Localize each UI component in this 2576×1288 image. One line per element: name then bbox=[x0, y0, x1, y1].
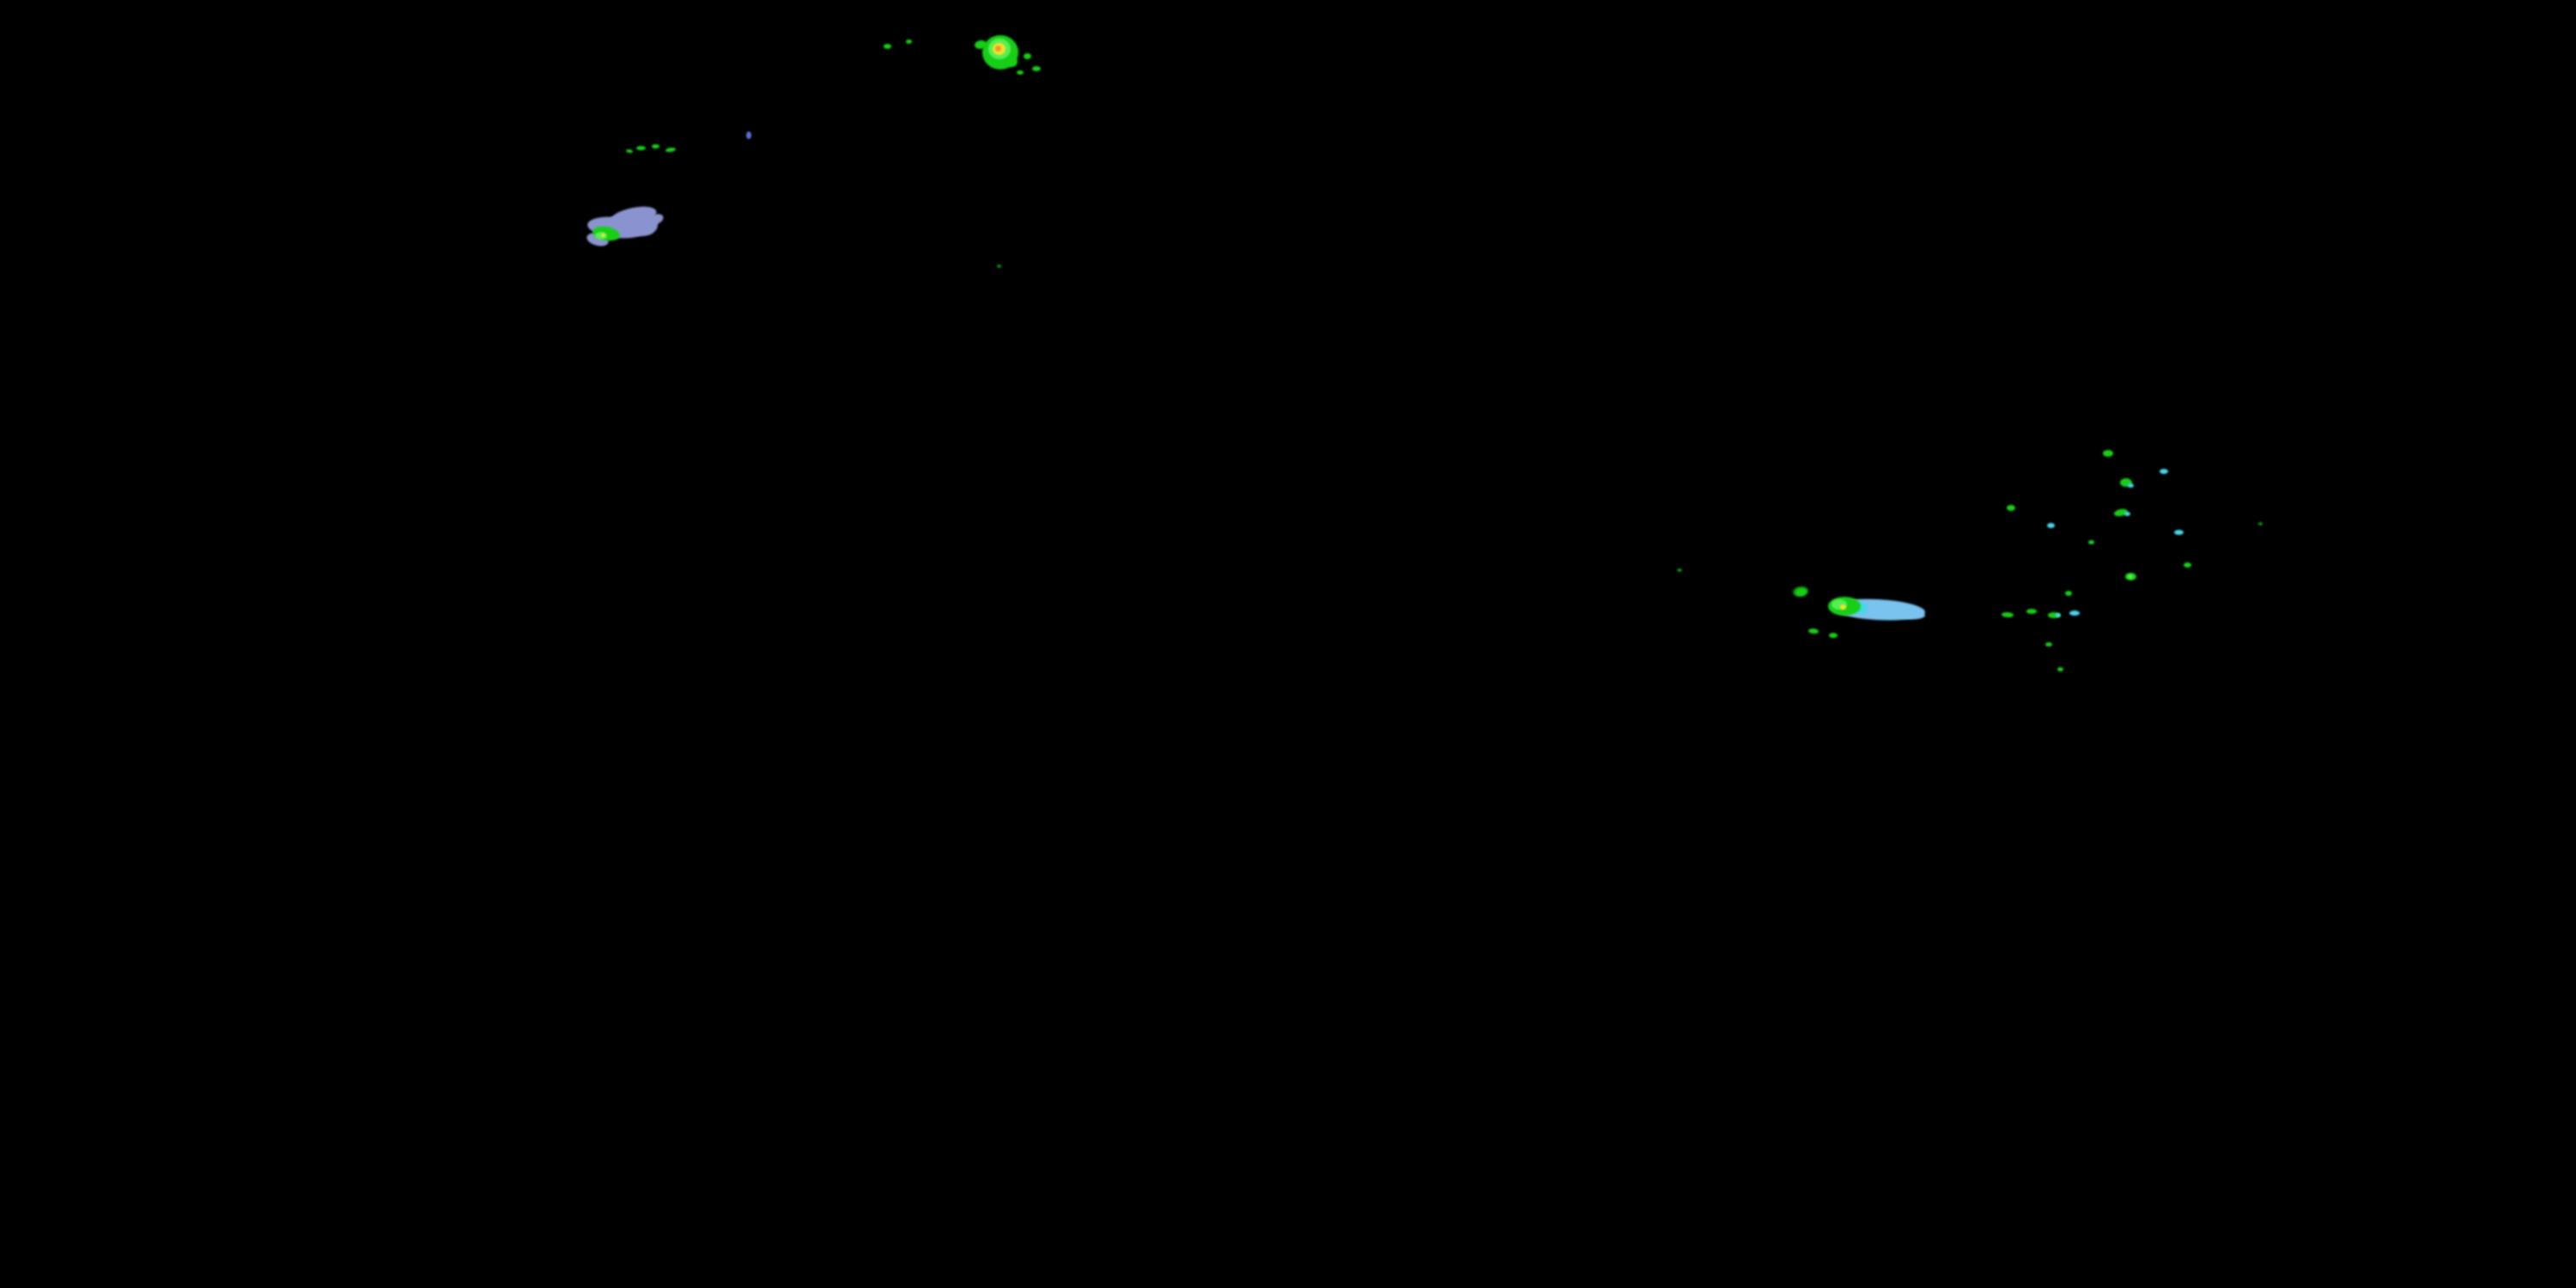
radar-echo bbox=[2120, 478, 2132, 487]
radar-echo bbox=[996, 264, 1001, 268]
radar-echo bbox=[1017, 70, 1024, 75]
radar-echo bbox=[2007, 504, 2015, 511]
radar-echo bbox=[883, 44, 891, 49]
radar-echo bbox=[2069, 611, 2080, 616]
radar-echo bbox=[2160, 469, 2168, 474]
radar-echo bbox=[1829, 633, 1838, 638]
radar-echo bbox=[2087, 539, 2094, 544]
radar-echo bbox=[994, 45, 1001, 52]
radar-echo bbox=[2056, 612, 2061, 617]
radar-echo bbox=[2065, 591, 2072, 596]
radar-echo bbox=[600, 234, 605, 237]
radar-echo bbox=[2257, 522, 2263, 526]
radar-echo bbox=[1023, 52, 1031, 59]
radar-echo bbox=[2123, 511, 2130, 516]
radar-echo bbox=[2046, 523, 2055, 528]
radar-echo bbox=[746, 131, 751, 139]
radar-echo bbox=[2048, 611, 2060, 618]
radar-echo bbox=[905, 39, 912, 44]
radar-echo bbox=[2001, 611, 2014, 618]
radar-echo bbox=[651, 143, 659, 149]
radar-echo bbox=[665, 146, 677, 153]
radar-echo bbox=[1839, 605, 1846, 610]
radar-echo bbox=[2045, 641, 2052, 647]
radar-echo bbox=[1005, 57, 1018, 67]
radar-echo bbox=[2026, 609, 2037, 614]
radar-echo bbox=[625, 149, 634, 154]
radar-echo bbox=[2057, 666, 2063, 671]
radar-echo bbox=[2173, 530, 2184, 535]
radar-echo bbox=[2128, 574, 2133, 579]
radar-echo bbox=[2183, 562, 2191, 568]
radar-echo bbox=[2127, 483, 2134, 488]
radar-echo bbox=[1032, 66, 1041, 71]
radar-echo bbox=[2103, 450, 2113, 457]
radar-echo bbox=[1677, 568, 1682, 572]
radar-echo bbox=[1807, 628, 1820, 635]
radar-echo bbox=[635, 145, 646, 150]
